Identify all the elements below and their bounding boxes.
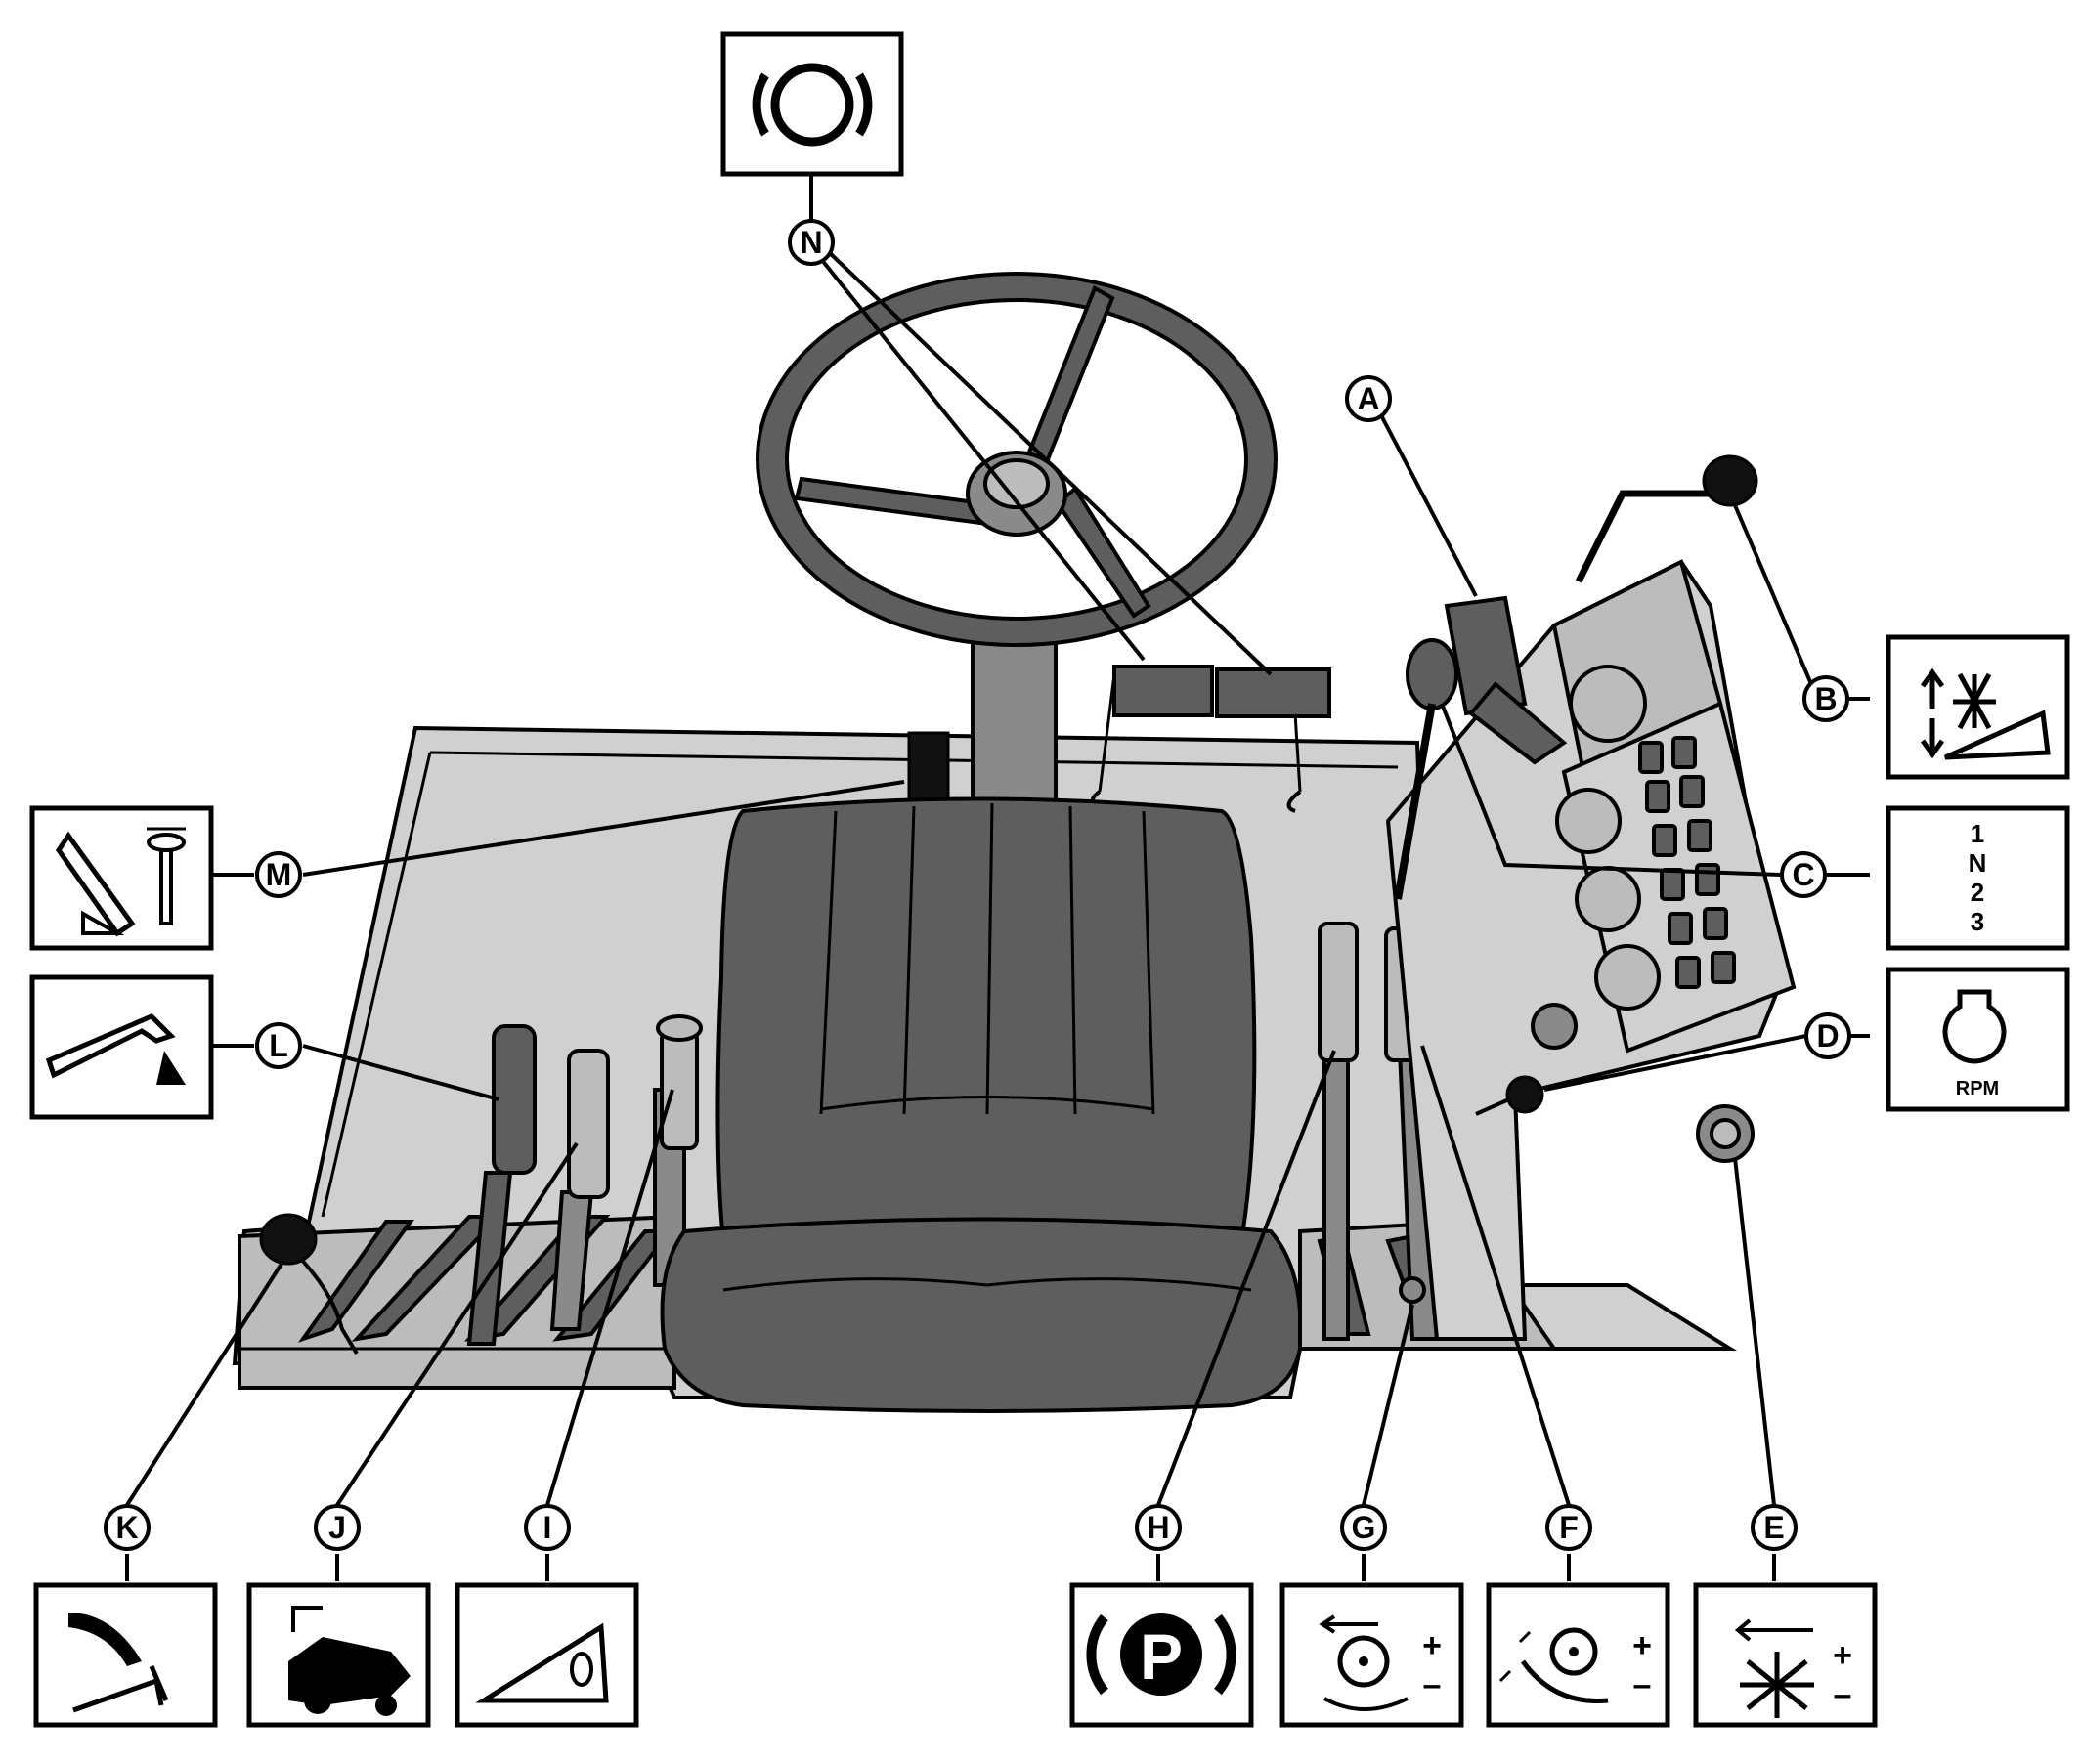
gear-range-icon: 1 N 2 3 — [1969, 819, 1987, 936]
unloader-swing-icon — [68, 1613, 169, 1713]
svg-text:E: E — [1763, 1510, 1784, 1545]
gear-1-label: 1 — [1971, 819, 1984, 848]
svg-text:M: M — [266, 857, 292, 892]
callout-b: B — [1802, 675, 1849, 722]
symbol-box-b — [1886, 634, 2070, 780]
unloader-auger-icon — [288, 1606, 411, 1716]
svg-text:N: N — [800, 225, 822, 260]
symbol-box-g: + – — [1279, 1582, 1464, 1728]
symbol-box-k — [33, 1582, 218, 1728]
callout-h: H — [1135, 1504, 1182, 1551]
concave-minus-label: – — [1633, 1666, 1652, 1703]
steering-assembly — [756, 272, 1331, 813]
svg-text:B: B — [1814, 681, 1837, 716]
parking-p-label: P — [1140, 1620, 1183, 1693]
svg-text:C: C — [1792, 857, 1814, 892]
machine-illustration — [232, 272, 1797, 1413]
callout-m: M — [255, 851, 302, 898]
symbol-box-c: 1 N 2 3 — [1886, 805, 2070, 951]
callout-e: E — [1751, 1504, 1798, 1551]
svg-text:D: D — [1816, 1018, 1839, 1054]
callout-c: C — [1780, 851, 1827, 898]
cylinder-speed-icon: + – — [1319, 1614, 1442, 1711]
rpm-label: RPM — [1956, 1078, 1999, 1099]
concave-clearance-icon: + – — [1498, 1627, 1652, 1703]
symbol-box-f: + – — [1486, 1582, 1670, 1728]
symbol-box-m — [29, 805, 214, 951]
gear-n-label: N — [1969, 848, 1987, 878]
seat-cushion — [660, 1217, 1303, 1413]
variable-speed-icon — [475, 1622, 609, 1703]
svg-text:G: G — [1352, 1510, 1376, 1545]
symbol-box-i — [455, 1582, 639, 1728]
symbol-box-j — [246, 1582, 431, 1728]
callout-g: G — [1340, 1504, 1387, 1551]
callout-l: L — [255, 1022, 302, 1069]
callout-a: A — [1345, 375, 1392, 422]
symbol-box-n — [720, 31, 904, 177]
symbol-box-d: RPM — [1886, 967, 2070, 1112]
svg-text:A: A — [1357, 381, 1379, 416]
gear-2-label: 2 — [1971, 878, 1984, 907]
svg-text:K: K — [115, 1510, 138, 1545]
reel-lift-icon — [45, 1013, 186, 1085]
symbol-box-e: + – — [1693, 1582, 1878, 1728]
svg-text:I: I — [543, 1510, 552, 1545]
parking-brake-icon: P — [1086, 1613, 1236, 1696]
seat-backrest — [715, 796, 1257, 1243]
svg-text:H: H — [1147, 1510, 1169, 1545]
cylinder-minus-label: – — [1423, 1666, 1442, 1703]
callout-n: N — [788, 219, 835, 266]
svg-text:L: L — [269, 1028, 288, 1063]
header-raise-lower-icon — [1920, 667, 2051, 760]
operator-seat — [660, 796, 1303, 1413]
leader-lines — [125, 176, 1870, 1581]
symbol-box-h: P — [1069, 1582, 1254, 1728]
fan-minus-label: – — [1834, 1676, 1852, 1713]
concave-plus-label: + — [1632, 1627, 1652, 1664]
fan-plus-label: + — [1833, 1637, 1852, 1674]
brake-warning-icon — [752, 63, 873, 147]
svg-text:J: J — [328, 1510, 346, 1545]
fan-speed-icon: + – — [1734, 1618, 1852, 1718]
callout-d: D — [1804, 1012, 1851, 1059]
callout-j: J — [314, 1504, 361, 1551]
callout-f: F — [1545, 1504, 1592, 1551]
symbol-box-l — [29, 974, 214, 1120]
callout-i: I — [524, 1504, 571, 1551]
engine-rpm-icon: RPM — [1942, 989, 2007, 1099]
callout-k: K — [104, 1504, 151, 1551]
svg-text:F: F — [1559, 1510, 1579, 1545]
gear-3-label: 3 — [1971, 907, 1984, 936]
switch-panel — [1638, 736, 1736, 989]
cylinder-plus-label: + — [1422, 1627, 1442, 1664]
right-control-console — [1385, 454, 1797, 1341]
steering-column-tilt-icon — [55, 827, 186, 937]
